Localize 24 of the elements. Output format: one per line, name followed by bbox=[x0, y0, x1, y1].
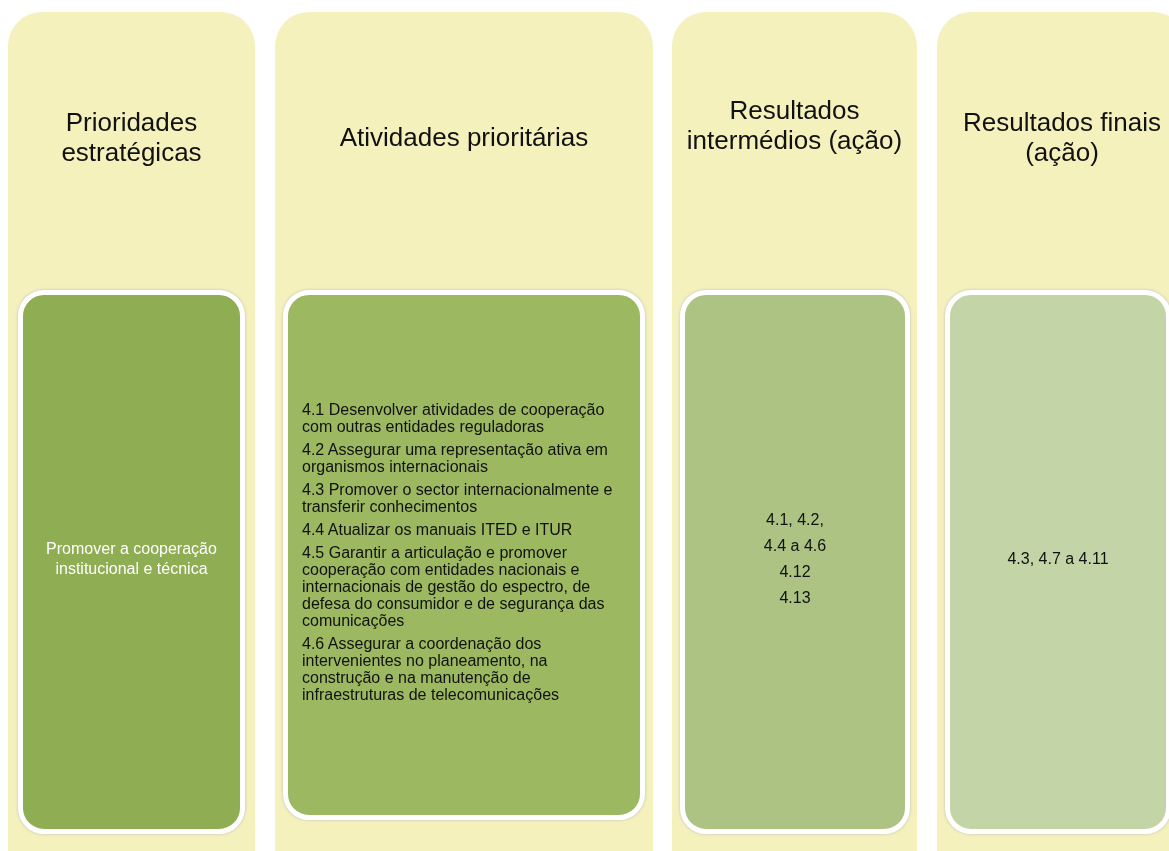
box-text: 4.1 Desenvolver atividades de cooperação com outras entidades reguladoras bbox=[302, 401, 606, 435]
box-text: 4.4 Atualizar os manuais ITED e ITUR bbox=[302, 521, 574, 538]
column-heading: Prioridades estratégicas bbox=[60, 107, 203, 167]
column-heading: Resultados intermédios (ação) bbox=[685, 95, 904, 155]
box-text: 4.3, 4.7 a 4.11 bbox=[1006, 549, 1110, 569]
box-text: 4.1, 4.2, bbox=[765, 510, 825, 530]
box-text: 4.4 a 4.6 bbox=[762, 536, 828, 556]
content-box bbox=[18, 290, 245, 834]
content-box bbox=[945, 290, 1169, 834]
column-band bbox=[672, 12, 917, 851]
content-box bbox=[283, 290, 645, 820]
box-text: Promover a cooperação institucional e técnica bbox=[45, 539, 218, 579]
column-band bbox=[937, 12, 1169, 851]
box-text: 4.6 Assegurar a coordenação dos intervenientes no planeamento, na construção e na manutenção de infraestruturas de telecomunicações bbox=[302, 635, 561, 703]
box-text: 4.2 Assegurar uma representação ativa em organismos internacionais bbox=[302, 441, 609, 475]
column-heading: Atividades prioritárias bbox=[338, 122, 590, 152]
column-band bbox=[275, 12, 653, 851]
box-text: 4.13 bbox=[778, 588, 812, 608]
box-text: 4.3 Promover o sector internacionalmente e transferir conhecimentos bbox=[302, 481, 614, 515]
box-text: 4.12 bbox=[778, 562, 812, 582]
column-band bbox=[8, 12, 255, 851]
column-heading: Resultados finais (ação) bbox=[962, 107, 1162, 167]
content-box bbox=[680, 290, 910, 834]
box-text: 4.5 Garantir a articulação e promover cooperação com entidades nacionais e internacionais de gestão do espectro, de defesa do consumidor e de segurança das comunicações bbox=[302, 544, 606, 629]
